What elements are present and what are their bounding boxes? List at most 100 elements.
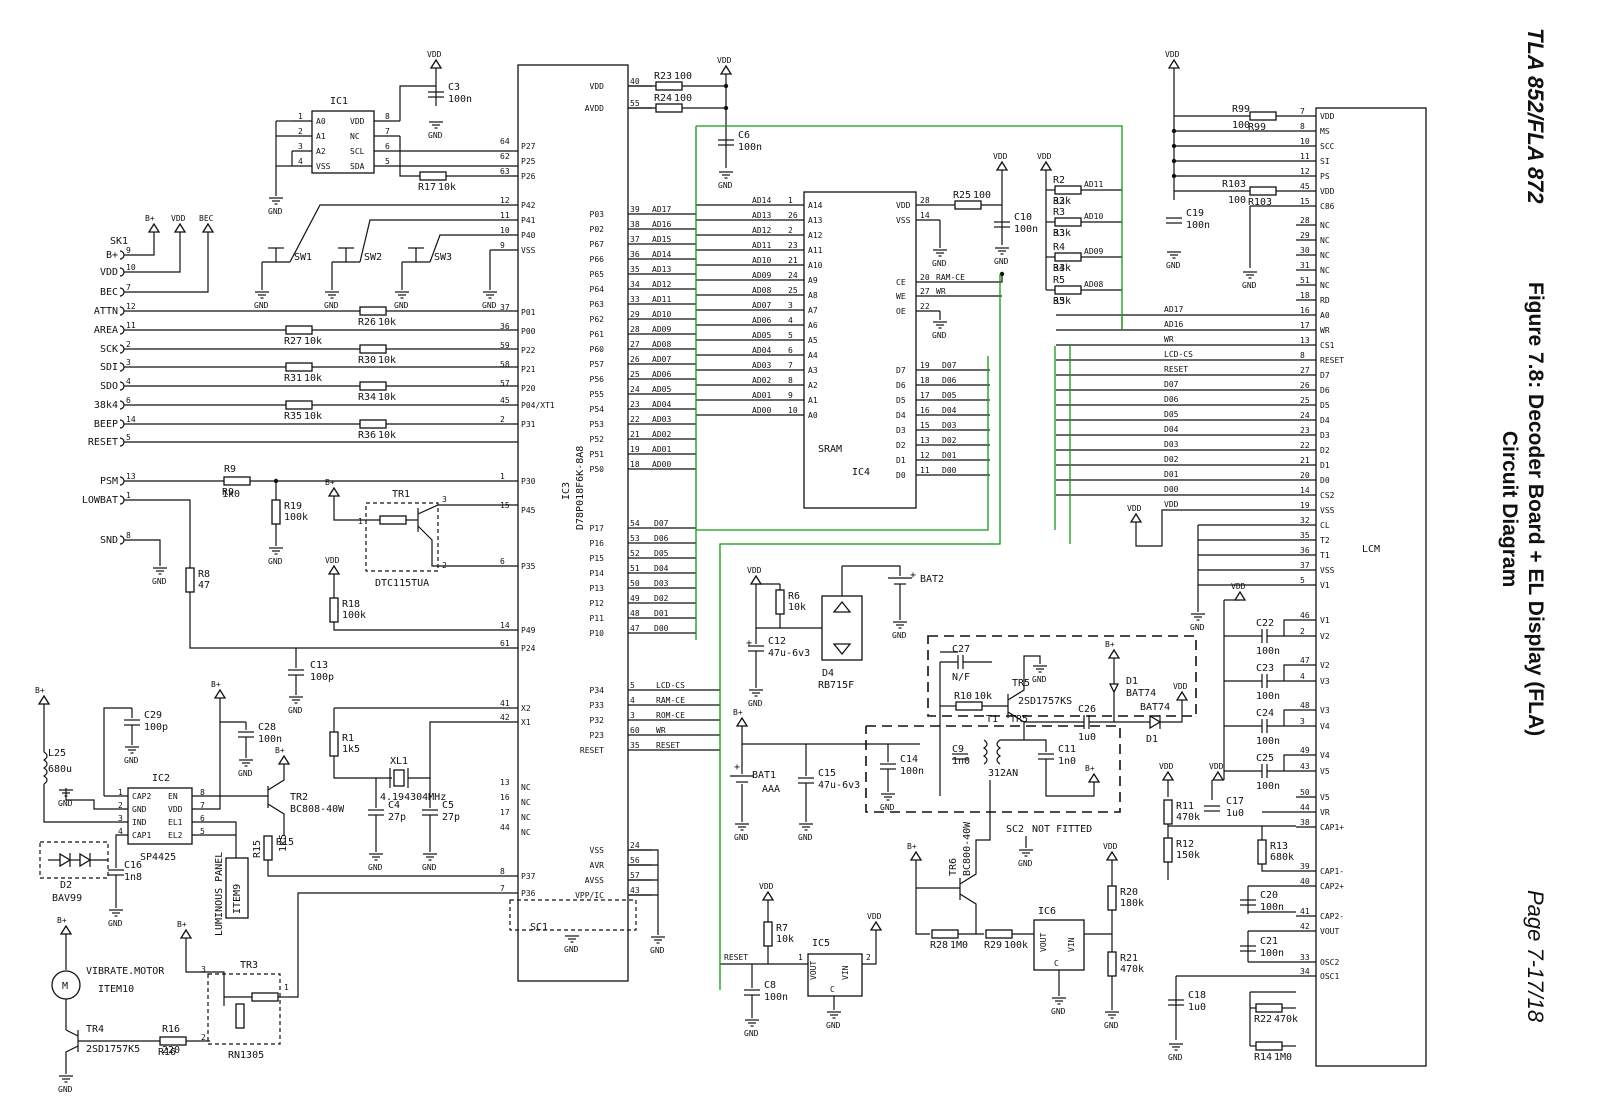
pin-name: P67 <box>590 240 605 249</box>
pin-number: 49 <box>630 594 640 603</box>
power-label: VDD <box>1165 50 1180 59</box>
pin-number: 55 <box>630 99 640 108</box>
capacitor-ref: C17 <box>1226 796 1244 807</box>
pin-number: 1 <box>126 491 131 500</box>
net-label: D05 <box>942 391 957 400</box>
pin-name: P27 <box>521 142 536 151</box>
capacitor-ref: C18 <box>1188 990 1206 1001</box>
resistor-value: 100 <box>674 71 692 82</box>
pin-name: AVDD <box>585 104 604 113</box>
connector-pin <box>119 400 125 410</box>
pin-number: 6 <box>788 346 793 355</box>
power-label: VDD <box>325 556 340 565</box>
pin-number: 16 <box>500 793 510 802</box>
net-label: AD09 <box>652 325 671 334</box>
net-label: AD03 <box>652 415 671 424</box>
wire <box>192 821 237 858</box>
pin-name: P13 <box>590 584 605 593</box>
net-label: AD06 <box>652 370 671 379</box>
net-label: AD17 <box>652 205 671 214</box>
green-net <box>696 125 1123 330</box>
pin-number: 25 <box>788 286 798 295</box>
resistor <box>1255 1041 1283 1051</box>
net-label: AD08 <box>752 286 771 295</box>
pin-number: 36 <box>500 322 510 331</box>
net-label: RAM-CE <box>656 696 685 705</box>
net-label: AD14 <box>652 250 671 259</box>
pin-number: 45 <box>1300 182 1310 191</box>
polarity: + <box>910 570 916 581</box>
resistor-value: 220 <box>162 1045 180 1056</box>
ground-label: GND <box>238 769 253 778</box>
ic2-body <box>127 787 193 845</box>
pin-number: 8 <box>1300 122 1305 131</box>
pin-name: D3 <box>1320 431 1330 440</box>
tr6-part: BC800-40W <box>962 821 973 876</box>
capacitor-value: 1n0 <box>1058 756 1076 767</box>
pin-number: 58 <box>500 360 510 369</box>
connector-pin-name: BEC <box>100 287 118 298</box>
ground-label: GND <box>1190 623 1205 632</box>
pin-number: 40 <box>630 77 640 86</box>
resistor-ref: R99 <box>1232 104 1250 115</box>
resistor <box>1249 186 1277 196</box>
pin-number: 24 <box>788 271 798 280</box>
wire <box>65 1029 79 1037</box>
net-label: AD05 <box>652 385 671 394</box>
capacitor-ref: C21 <box>1260 936 1278 947</box>
diode <box>832 643 852 656</box>
resistor <box>931 929 959 939</box>
net-label: D03 <box>942 421 957 430</box>
resistor-value: 150k <box>1176 850 1200 861</box>
pin-number: 41 <box>1300 907 1310 916</box>
power-label: B+ <box>211 680 221 689</box>
resistor <box>359 344 387 354</box>
pin-number: 7 <box>788 361 793 370</box>
pin-name: NC <box>1320 281 1330 290</box>
junction <box>1171 143 1177 149</box>
resistor <box>329 597 339 623</box>
resistor-ref: R21 <box>1120 953 1138 964</box>
pin-number: 24 <box>630 385 640 394</box>
sk1-ref: SK1 <box>110 236 128 247</box>
pin-name: VIN <box>841 965 850 980</box>
resistor-ref: R12 <box>1176 839 1194 850</box>
pin-name: X1 <box>521 718 531 727</box>
pin-number: 36 <box>1300 546 1310 555</box>
capacitor-ref: C26 <box>1078 704 1096 715</box>
pin-number: 61 <box>500 639 510 648</box>
power-arrow <box>327 564 341 575</box>
pin-name: V4 <box>1320 722 1330 731</box>
net-label: AD13 <box>752 211 771 220</box>
pin-number: 5 <box>630 681 635 690</box>
net-label: AD09 <box>1084 247 1103 256</box>
pin-number: 37 <box>630 235 640 244</box>
pin-name: NC <box>521 798 531 807</box>
ground-label: GND <box>152 577 167 586</box>
pin-number: 3 <box>126 358 131 367</box>
pin-number: 31 <box>1300 261 1310 270</box>
pin-number: 42 <box>500 713 510 722</box>
inductor-ref: L25 <box>48 748 66 759</box>
pin-name: EN <box>168 792 178 801</box>
pin-name: VSS <box>316 162 331 171</box>
pin-number: 3 <box>788 301 793 310</box>
resistor-value: 1M0 <box>950 940 968 951</box>
resistor <box>655 103 683 113</box>
connector-pin-name: ATTN <box>94 306 118 317</box>
capacitor-value: 1n0 <box>952 756 970 767</box>
ground-label: GND <box>1242 281 1257 290</box>
pin-number: 12 <box>1300 167 1310 176</box>
sc1-label: SC1 <box>530 922 548 933</box>
power-label: B+ <box>57 916 67 925</box>
resistor-value: 33k <box>1053 228 1071 239</box>
resistor-ref: R20 <box>1120 887 1138 898</box>
net-label: RESET <box>656 741 680 750</box>
pin-name: A0 <box>1320 311 1330 320</box>
power-label: VDD <box>171 214 186 223</box>
switch-ref: SW1 <box>294 252 312 263</box>
resistor-value: 1k0 <box>222 489 240 500</box>
connector-pin-name: 38k4 <box>94 400 118 411</box>
ground-label: GND <box>254 301 269 310</box>
